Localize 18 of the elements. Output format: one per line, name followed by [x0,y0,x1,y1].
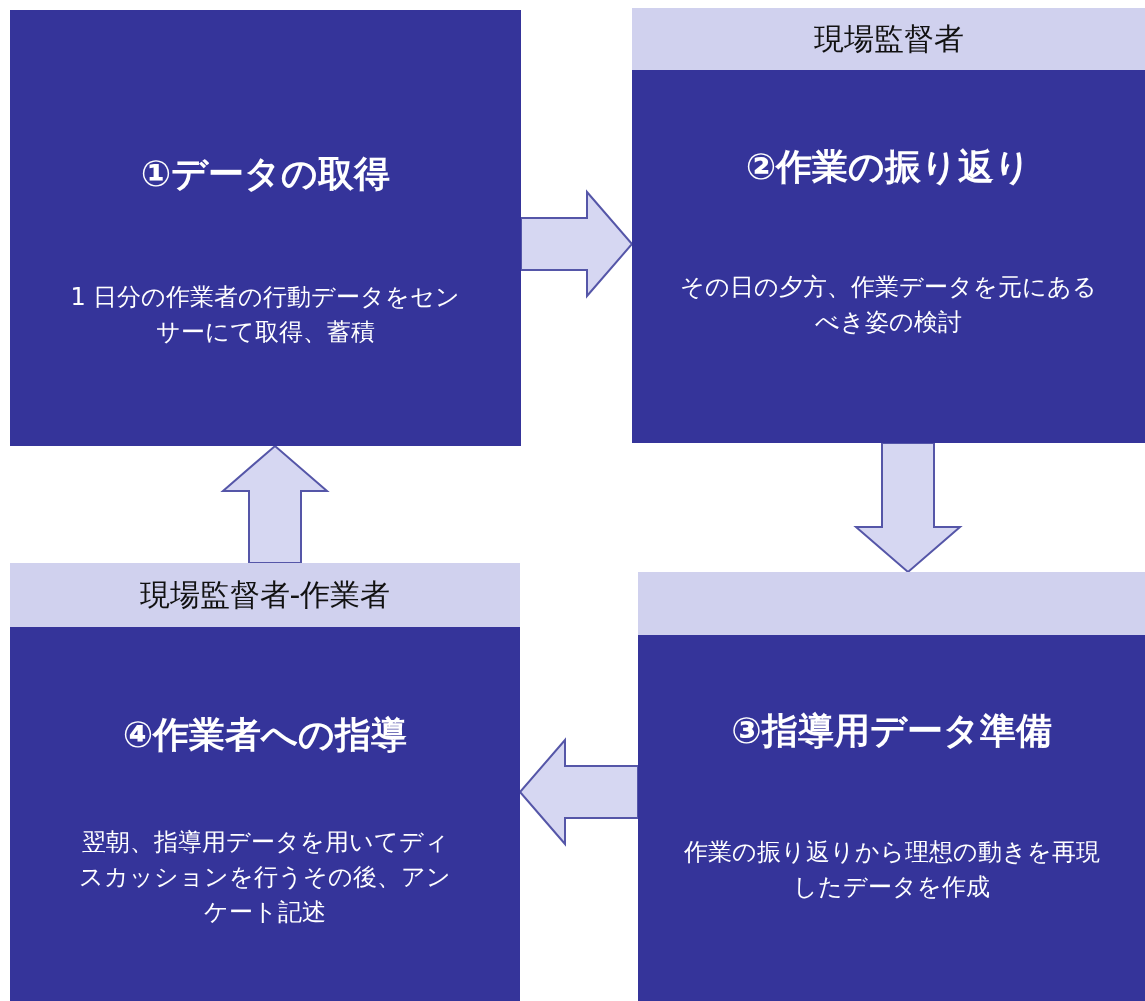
step-box [10,10,521,446]
step-title: ①データの取得 [139,152,392,196]
step-description: 作業の振り返りから理想の動きを再現したデータを作成 [682,837,1101,903]
block-arrow [220,444,330,564]
step-box [638,572,1145,1001]
block-arrow [853,442,963,574]
step-description: 翌朝、指導用データを用いてディスカッションを行うその後、アンケート記述 [78,827,452,928]
header-band: 現場監督者-作業者 [10,563,520,627]
step-title: ③指導用データ準備 [730,709,1053,753]
step-description: その日の夕方、作業データを元にあるべき姿の検討 [679,272,1098,338]
step-box [10,563,520,1001]
header-band: 現場監督者 [632,8,1145,70]
step-description: 1 日分の作業者の行動データをセンサーにて取得、蓄積 [69,282,462,348]
step-title: ②作業の振り返り [744,145,1033,189]
step-title: ④作業者への指導 [121,713,409,757]
block-arrow [518,737,639,847]
block-arrow [520,189,634,299]
step-box [632,8,1145,443]
